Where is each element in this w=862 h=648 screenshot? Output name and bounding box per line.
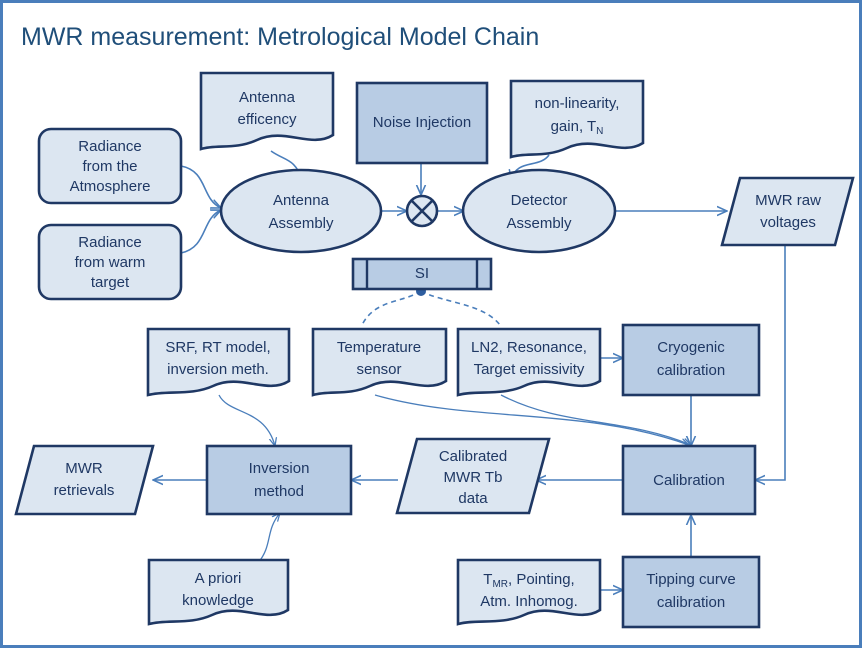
node-temperature-sensor[interactable]: Temperature sensor — [311, 327, 448, 397]
node-a-priori-knowledge[interactable]: A priori knowledge — [147, 558, 290, 626]
node-mwr-raw-voltages[interactable]: MWR raw voltages — [720, 176, 855, 247]
node-antenna-efficency[interactable]: Antenna efficency — [199, 71, 335, 151]
connector-raw-voltages-to-calibration — [755, 244, 786, 480]
node-label: Assembly — [268, 215, 334, 232]
node-label: Radiance — [78, 138, 141, 155]
node-si[interactable]: SI — [351, 257, 493, 291]
node-label-with-subscript: gain, TN — [551, 118, 604, 137]
node-label: MWR Tb — [444, 469, 503, 486]
node-inversion-method[interactable]: Inversion method — [205, 444, 353, 516]
node-label: Antenna — [239, 89, 296, 106]
node-label: voltages — [760, 214, 816, 231]
node-label: MWR raw — [755, 192, 821, 209]
connector-si-to-temperature-sensor — [361, 290, 422, 326]
node-label: Detector — [511, 192, 568, 209]
connector-ln2-to-calibration — [500, 394, 691, 445]
node-label: calibration — [657, 362, 725, 379]
node-label: Target emissivity — [474, 361, 585, 378]
node-antenna-assembly[interactable]: Antenna Assembly — [219, 168, 383, 254]
node-label: Assembly — [506, 215, 572, 232]
page-title: MWR measurement: Metrological Model Chai… — [21, 23, 539, 51]
node-radiance-from-warm-target[interactable]: Radiance from warm target — [37, 223, 183, 301]
node-label-with-subscript: TMR, Pointing, — [483, 571, 574, 590]
node-noise-injection[interactable]: Noise Injection — [355, 81, 489, 165]
node-label: Radiance — [78, 234, 141, 251]
node-label: Noise Injection — [373, 114, 471, 131]
node-label: method — [254, 483, 304, 500]
node-label: Calibration — [653, 472, 725, 489]
node-label: data — [458, 490, 488, 507]
node-mixer-circle-cross-icon[interactable] — [405, 194, 439, 228]
node-label: Antenna — [273, 192, 330, 209]
node-ln2-resonance[interactable]: LN2, Resonance, Target emissivity — [456, 327, 602, 397]
connector-radiance-atm-to-antenna — [180, 165, 221, 208]
node-label: SI — [415, 265, 429, 282]
node-label: non-linearity, — [535, 95, 620, 112]
node-label: SRF, RT model, — [165, 339, 270, 356]
node-label: Cryogenic — [657, 339, 725, 356]
node-label: retrievals — [54, 482, 115, 499]
node-tipping-curve-calibration[interactable]: Tipping curve calibration — [621, 555, 761, 629]
node-label: Calibrated — [439, 448, 507, 465]
node-cryogenic-calibration[interactable]: Cryogenic calibration — [621, 323, 761, 397]
connector-temperature-sensor-to-calibration — [374, 394, 689, 445]
node-label: Atm. Inhomog. — [480, 593, 578, 610]
connector-si-to-ln2 — [420, 290, 501, 326]
node-srf-rt-model[interactable]: SRF, RT model, inversion meth. — [146, 327, 291, 397]
node-label: MWR — [65, 460, 103, 477]
connector-layer — [153, 150, 786, 590]
node-label: target — [91, 274, 130, 291]
node-label: Inversion — [249, 460, 310, 477]
connector-srf-to-inversion — [218, 394, 275, 446]
connector-apriori-to-inversion — [257, 513, 280, 564]
node-label: efficency — [238, 111, 297, 128]
node-label: sensor — [356, 361, 401, 378]
node-label: A priori — [195, 570, 242, 587]
node-label: inversion meth. — [167, 361, 269, 378]
node-non-linearity[interactable]: non-linearity, gain, TN — [509, 79, 645, 159]
metrological-model-chain-diagram: MWR measurement: Metrological Model Chai… — [14, 23, 855, 629]
node-calibrated-mwr-tb-data[interactable]: Calibrated MWR Tb data — [395, 437, 551, 515]
node-label: from the — [82, 158, 137, 175]
node-label: from warm — [75, 254, 146, 271]
node-label: calibration — [657, 594, 725, 611]
node-label: LN2, Resonance, — [471, 339, 587, 356]
node-label: knowledge — [182, 592, 254, 609]
node-detector-assembly[interactable]: Detector Assembly — [461, 168, 617, 254]
node-label: Temperature — [337, 339, 421, 356]
node-label: Atmosphere — [70, 178, 151, 195]
node-calibration[interactable]: Calibration — [621, 444, 757, 516]
node-label: Tipping curve — [646, 571, 736, 588]
node-tmr-pointing[interactable]: TMR, Pointing, Atm. Inhomog. — [456, 558, 602, 626]
connector-radiance-warm-to-antenna — [180, 210, 221, 254]
node-mwr-retrievals[interactable]: MWR retrievals — [14, 444, 155, 516]
node-radiance-from-atmosphere[interactable]: Radiance from the Atmosphere — [37, 127, 183, 205]
